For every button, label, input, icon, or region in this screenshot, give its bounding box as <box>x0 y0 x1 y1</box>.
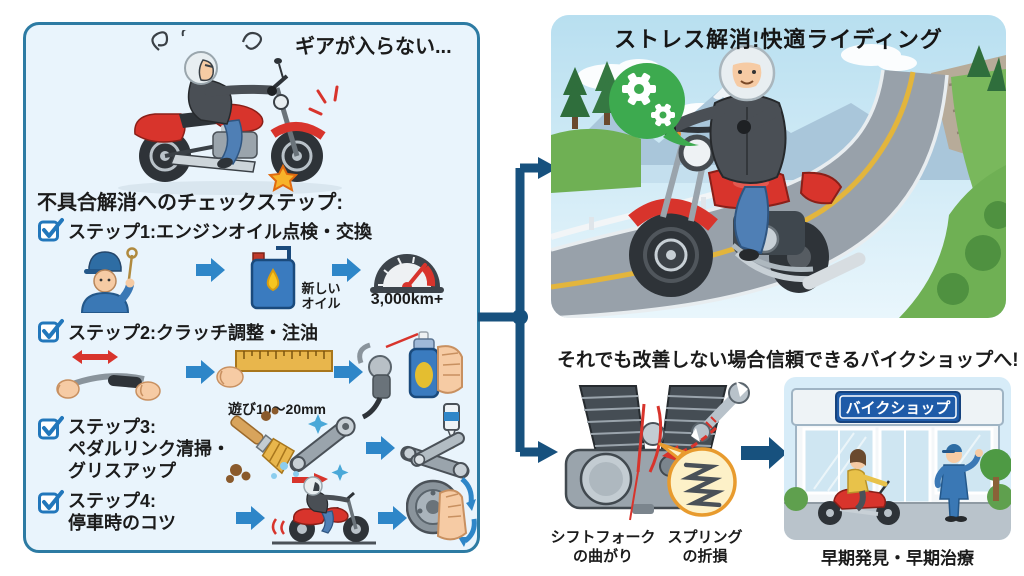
branch-node <box>512 309 528 325</box>
step-arrow-icon <box>378 506 407 530</box>
rock-arrow-icon <box>460 477 474 504</box>
engine-failure-illustration <box>564 381 750 521</box>
step-arrow-icon <box>196 258 225 282</box>
spark-icon <box>308 85 339 116</box>
customer-on-motorcycle <box>818 449 900 525</box>
problem-caption: ギアが入らない... <box>295 36 452 58</box>
escalation-heading: それでも改善しない場合 <box>557 350 766 371</box>
checklist-heading: 不具合解消へのチェックステップ: <box>37 192 344 214</box>
frustration-squiggle-icon <box>241 31 263 50</box>
flow-arrow-icon <box>538 157 558 179</box>
mechanic-figure <box>934 444 983 522</box>
oil-drop-icon <box>266 268 280 292</box>
spring-icon <box>680 462 725 508</box>
brush-icon <box>230 415 296 475</box>
step3-label: ステップ3: ペダルリンク清掃・ グリスアップ <box>68 417 230 481</box>
frustration-squiggle-icon <box>151 31 169 51</box>
tree-icon <box>980 449 1011 481</box>
dirt-icon <box>226 407 279 483</box>
bent-shift-fork-mark <box>636 403 646 473</box>
new-oil-note: 新しい オイル <box>301 281 341 311</box>
troubleshooting-panel: ギアが入らない... 不具合解消へのチェックステップ: ステップ1:エンジンオイ… <box>23 22 480 553</box>
result-title: ストレス解消!快適ライディング <box>614 27 943 52</box>
gear-icon <box>622 73 656 105</box>
wrench-icon <box>691 381 750 442</box>
engine-label-shift-fork: シフトフォーク の曲がり <box>550 529 656 565</box>
hand-icon <box>436 489 468 541</box>
bent-shift-fork-mark <box>648 405 663 473</box>
broken-spring-balloon <box>658 442 737 517</box>
step1-label: ステップ1:エンジンオイル点検・交換 <box>68 222 373 242</box>
engine-label-spring: スプリング の折損 <box>667 529 743 565</box>
mechanic-icon <box>80 247 138 313</box>
checkbox-icon <box>38 218 64 242</box>
sparkle-icon <box>308 414 349 481</box>
oil-can-icon <box>250 246 296 310</box>
rocking-bike-icon <box>271 473 376 545</box>
frustrated-rider-illustration <box>118 30 342 195</box>
left-bank <box>551 128 641 193</box>
gear-icon <box>651 103 675 127</box>
impact-star-icon <box>267 163 299 192</box>
step2-label: ステップ2:クラッチ調整・注油 <box>68 323 319 343</box>
happy-rider-motorcycle <box>628 44 866 297</box>
bush-icon <box>937 201 1006 305</box>
flow-connector-arrows <box>478 157 558 463</box>
bike-shop-panel: バイクショップ <box>784 377 1011 540</box>
odometer-gauge-icon <box>370 254 444 293</box>
grease-up-icon <box>400 403 470 479</box>
lube-spray-icon <box>357 331 463 420</box>
step-arrow-icon <box>236 506 265 530</box>
step-arrow-icon <box>186 360 215 384</box>
brush-cleaning-icon <box>226 407 356 483</box>
riding-landscape-illustration <box>551 15 1006 318</box>
gear-bubble-icon <box>609 63 699 146</box>
step4-label: ステップ4: 停車時のコツ <box>68 491 176 533</box>
checkbox-icon <box>38 490 64 514</box>
happy-riding-panel: ストレス解消!快適ライディング <box>551 15 1006 318</box>
shop-heading: 信頼できるバイクショップへ! <box>766 350 1019 371</box>
bike-shop-illustration: バイクショップ <box>784 377 1011 540</box>
clutch-disc-hand-icon <box>406 477 477 547</box>
shop-sign <box>835 391 961 423</box>
ruler-icon <box>216 350 333 388</box>
clutch-lever-icon <box>56 350 161 401</box>
shop-caption: 早期発見・早期治療 <box>821 549 974 568</box>
step-arrow-icon <box>366 436 395 460</box>
water-drop-icon <box>271 462 299 479</box>
step-arrow-icon <box>334 360 363 384</box>
step-arrow-icon <box>332 258 361 282</box>
shop-sign-text: バイクショップ <box>846 400 952 417</box>
checkbox-icon <box>38 416 64 440</box>
adjust-arrow-icon <box>72 350 118 364</box>
flow-arrow-icon <box>741 437 787 469</box>
gauge-reading: 3,000km+ <box>370 291 444 308</box>
checkbox-icon <box>38 319 64 343</box>
flow-arrow-icon <box>538 441 558 463</box>
spray-stream-icon <box>385 332 419 349</box>
vibration-icon <box>271 518 286 535</box>
